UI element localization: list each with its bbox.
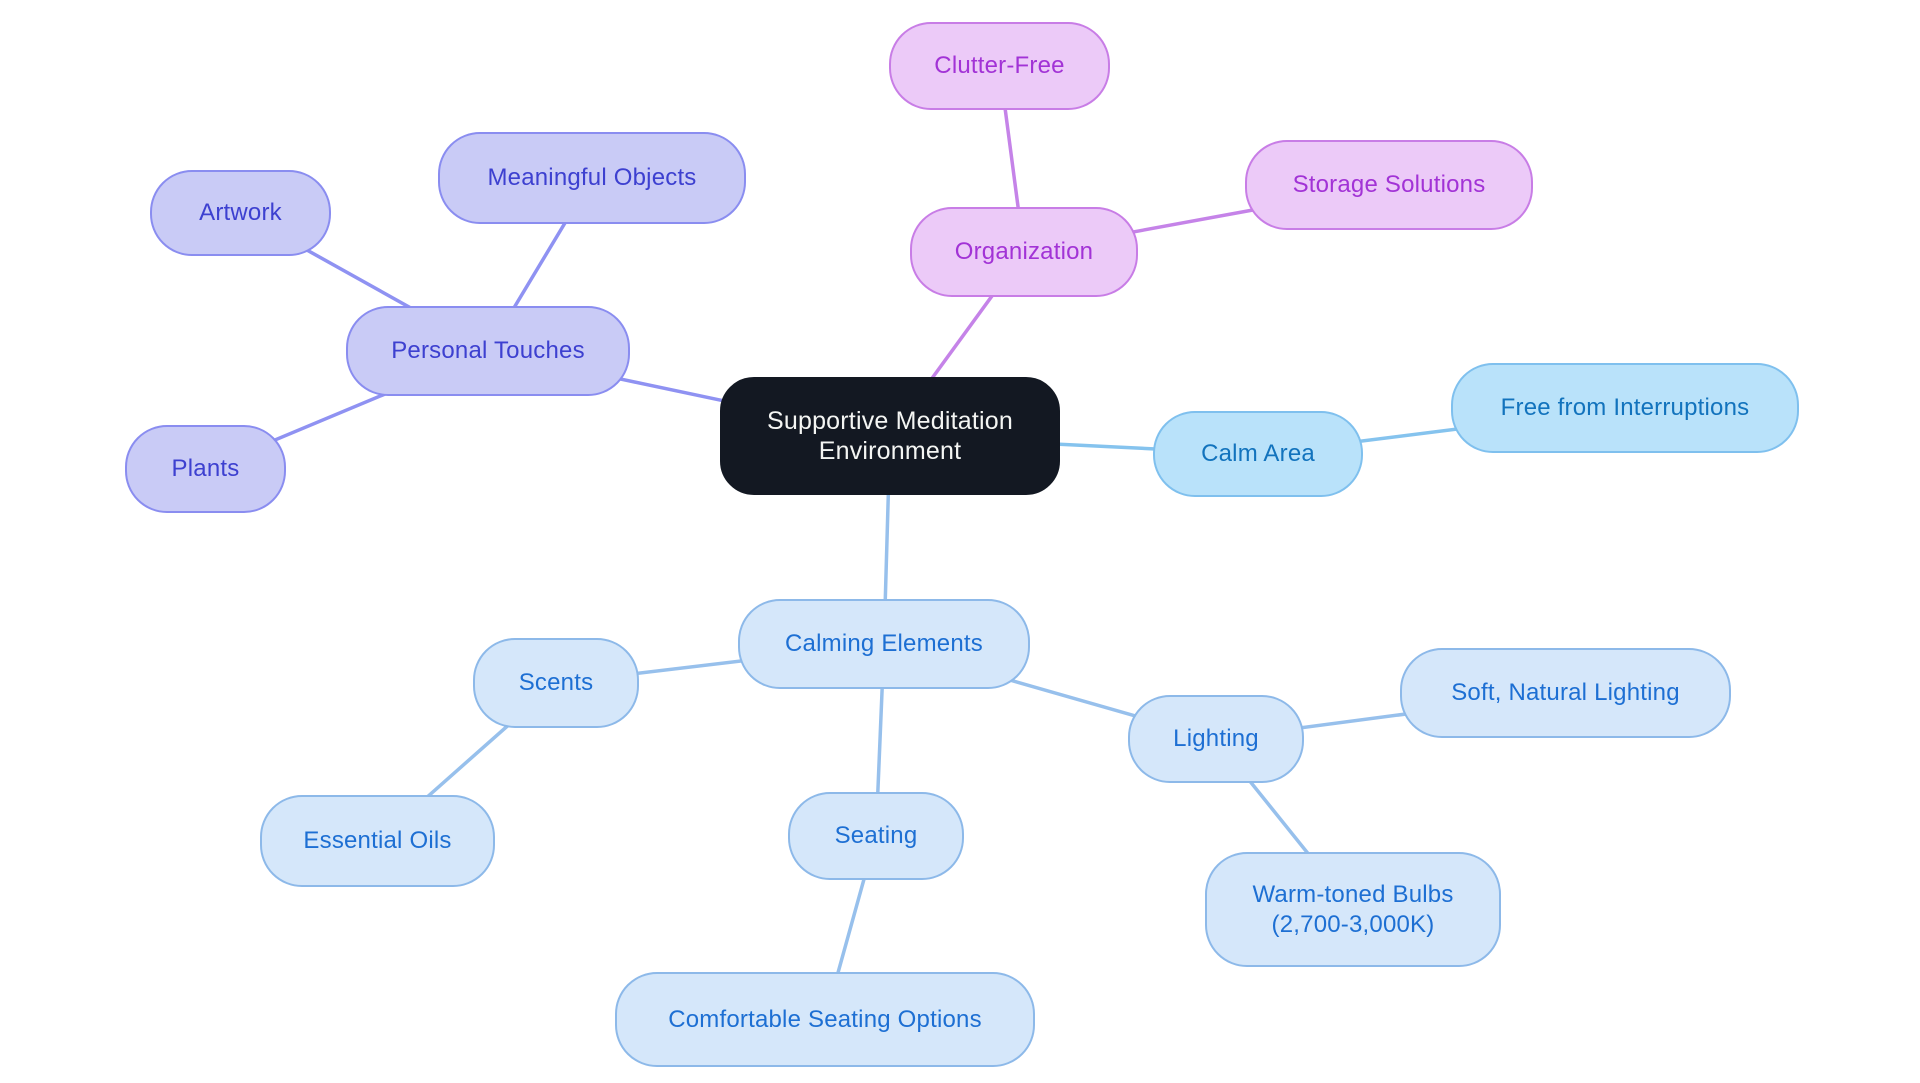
node-comfortable-seating[interactable]: Comfortable Seating Options (615, 972, 1035, 1067)
node-lighting[interactable]: Lighting (1128, 695, 1304, 783)
node-free-from-interruptions[interactable]: Free from Interruptions (1451, 363, 1799, 453)
node-label: Supportive Meditation Environment (766, 406, 1013, 466)
node-plants[interactable]: Plants (125, 425, 286, 513)
node-soft-natural-lighting[interactable]: Soft, Natural Lighting (1400, 648, 1731, 738)
node-scents[interactable]: Scents (473, 638, 639, 728)
node-essential-oils[interactable]: Essential Oils (260, 795, 495, 887)
node-center[interactable]: Supportive Meditation Environment (720, 377, 1060, 495)
node-artwork[interactable]: Artwork (150, 170, 331, 256)
node-label: Meaningful Objects (487, 164, 697, 192)
node-label: Lighting (1173, 725, 1259, 753)
node-seating[interactable]: Seating (788, 792, 964, 880)
node-calming-elements[interactable]: Calming Elements (738, 599, 1030, 689)
node-label: Calm Area (1201, 440, 1315, 468)
node-label: Seating (834, 822, 918, 850)
node-label: Warm-toned Bulbs (2,700-3,000K) (1252, 881, 1454, 938)
node-label: Free from Interruptions (1500, 394, 1750, 422)
node-calm-area[interactable]: Calm Area (1153, 411, 1363, 497)
node-label: Clutter-Free (934, 52, 1065, 80)
node-clutter-free[interactable]: Clutter-Free (889, 22, 1110, 110)
node-personal-touches[interactable]: Personal Touches (346, 306, 630, 396)
node-label: Soft, Natural Lighting (1451, 679, 1680, 707)
node-warm-toned-bulbs[interactable]: Warm-toned Bulbs (2,700-3,000K) (1205, 852, 1501, 967)
node-label: Artwork (199, 199, 282, 227)
node-organization[interactable]: Organization (910, 207, 1138, 297)
node-label: Storage Solutions (1292, 171, 1486, 199)
node-label: Organization (954, 238, 1094, 266)
node-label: Calming Elements (785, 630, 983, 658)
node-label: Essential Oils (303, 827, 452, 855)
node-meaningful-objects[interactable]: Meaningful Objects (438, 132, 746, 224)
node-label: Plants (171, 455, 240, 483)
node-storage-solutions[interactable]: Storage Solutions (1245, 140, 1533, 230)
node-label: Comfortable Seating Options (668, 1005, 982, 1033)
node-label: Scents (518, 669, 594, 697)
node-label: Personal Touches (391, 337, 585, 365)
